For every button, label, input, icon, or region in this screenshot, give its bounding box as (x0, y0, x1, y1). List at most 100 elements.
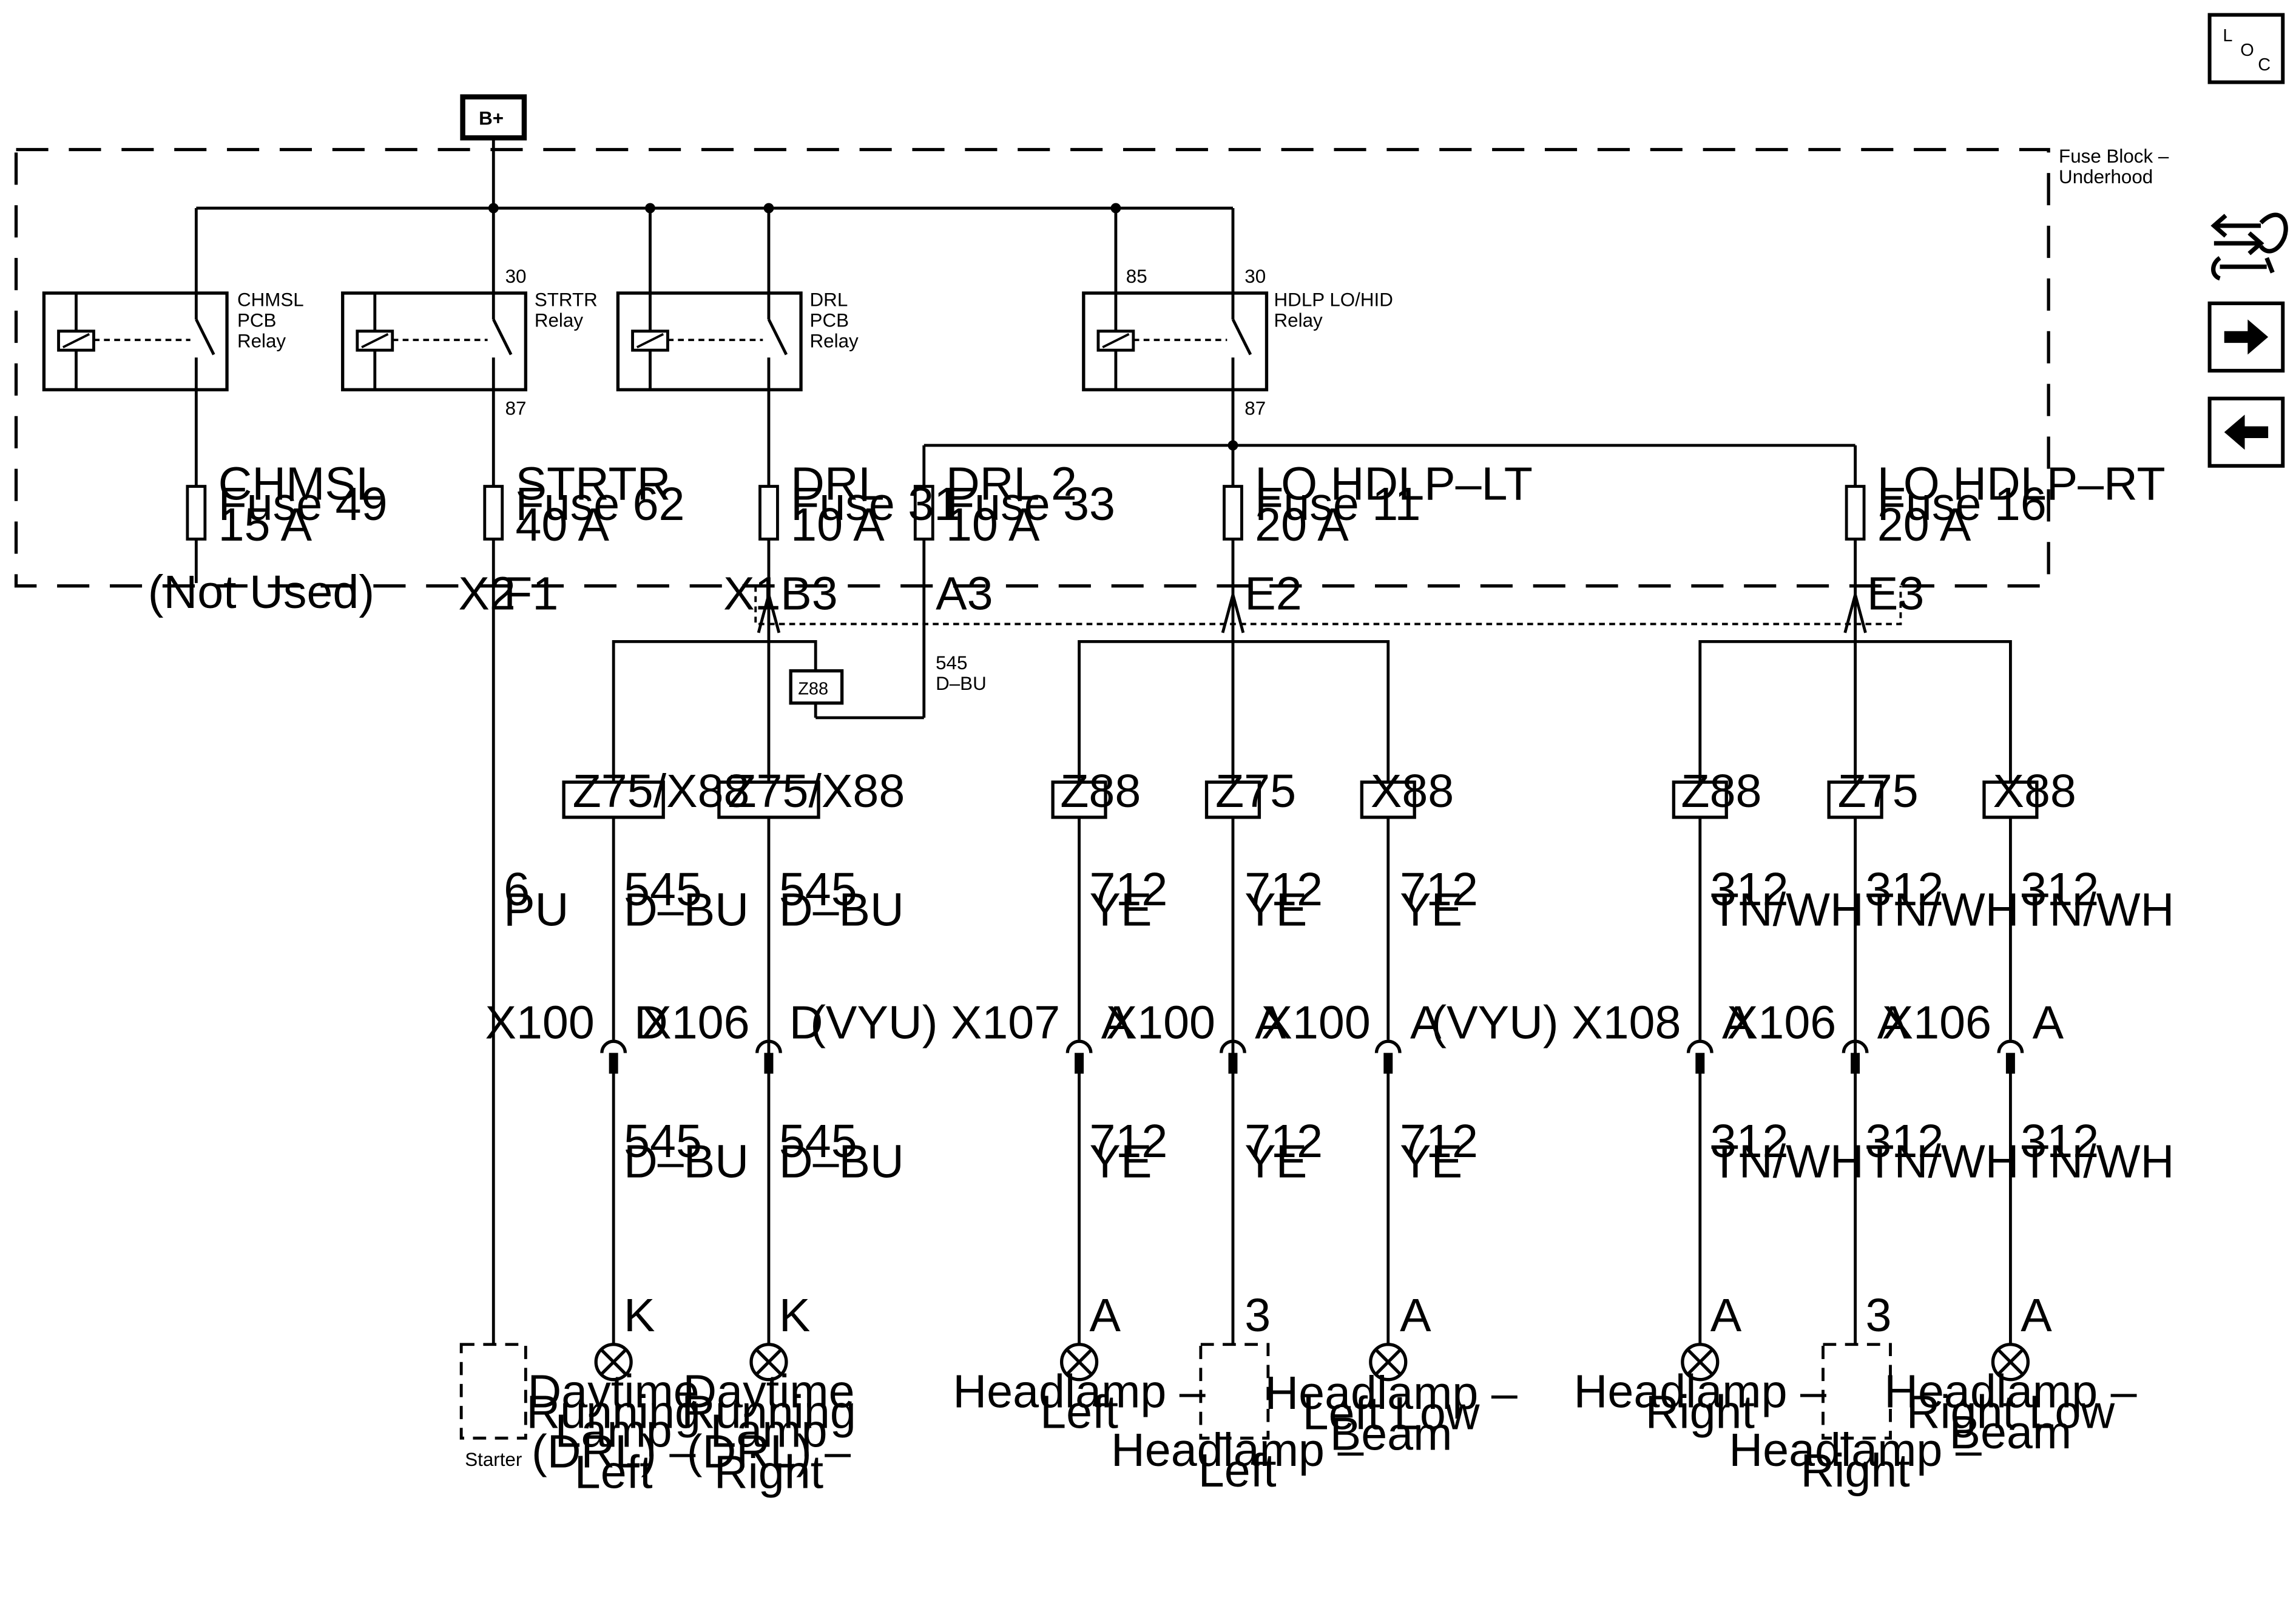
connector-tool-icon[interactable] (2210, 212, 2288, 281)
wire-a3-color: D–BU (936, 673, 987, 694)
load-hl-left-a-l2: Left (1040, 1386, 1118, 1438)
relay-drl: DRL PCB Relay (616, 289, 859, 391)
connector-c1-name: X100 (485, 996, 594, 1048)
terminal-b3: B3 (780, 567, 837, 619)
relay-strtr-line1: STRTR (535, 289, 598, 311)
connector-c5-name: X100 (1261, 996, 1370, 1048)
previous-page-button[interactable] (2207, 396, 2285, 468)
load-hl-right-b-l1: Headlamp – (1729, 1424, 1981, 1476)
connector-c2-name: X106 (640, 996, 749, 1048)
connector-c1-pin: D (634, 996, 668, 1048)
load-hl-right-low-pin: A (2021, 1289, 2052, 1342)
arrow-left-icon (2224, 414, 2269, 450)
wire-c1-color: D–BU (624, 884, 749, 936)
fuse-lo-lt-name: LO HDLP–LT (1255, 457, 1533, 510)
wire-starter-number: 6 (504, 863, 530, 916)
wire-c3b-number: 712 (1089, 1115, 1167, 1167)
load-hl-left-low-l1: Headlamp – (1264, 1367, 1517, 1419)
main-bus (194, 206, 1235, 294)
connector-c7-pin: A (1877, 996, 1909, 1048)
inline-connectors (600, 1039, 2024, 1074)
fuse-lo-lt-number: Fuse 11 (1255, 478, 1420, 530)
terminal-x1: X1 (723, 567, 780, 619)
fuse-drl-number: Fuse 31 (791, 478, 960, 530)
wire-c4b-number: 712 (1244, 1115, 1323, 1167)
load-hl-right-a-pin: A (1710, 1289, 1742, 1342)
wire-c8-color: TN/WH (2021, 884, 2174, 936)
wire-c8b-number: 312 (2021, 1115, 2099, 1167)
option-z75-right-label: Z75 (1838, 765, 1919, 817)
relay-hdlp-pin-87: 87 (1244, 397, 1266, 419)
connector-x1-outline (754, 586, 1902, 626)
relay-chmsl: CHMSL PCB Relay (42, 289, 304, 391)
fuse-lo-rt-number: Fuse 16 (1877, 478, 2047, 530)
relay-strtr-pin-30: 30 (505, 266, 527, 287)
wire-c3-number: 712 (1089, 863, 1167, 916)
terminal-f1: F1 (504, 567, 558, 619)
fuse-drl-amp: 10 A (791, 499, 885, 551)
wire-starter-color: PU (504, 884, 569, 936)
wire-c1b-number: 545 (624, 1115, 702, 1167)
wire-c8b-color: TN/WH (2021, 1136, 2174, 1188)
load-starter (459, 1343, 527, 1440)
load-hl-left-low-l2: Left Low (1303, 1388, 1480, 1440)
load-drl-right-l5: Right (714, 1446, 823, 1498)
lamp-headlamp-right-icon (1681, 1343, 1720, 1382)
wire-c4-color: YE (1244, 884, 1307, 936)
lamp-headlamp-right-low-icon (1991, 1343, 2030, 1382)
relay-drl-line1: DRL (810, 289, 848, 311)
load-hl-right-low-l3: Beam (1950, 1406, 2072, 1459)
fuse-block-label-2: Underhood (2059, 166, 2153, 187)
load-hl-right-low-l2: Right Low (1906, 1386, 2115, 1438)
load-hl-left-low-pin: A (1400, 1289, 1431, 1342)
option-z75x88-left-label: Z75/X88 (573, 765, 750, 817)
fuse-chmsl-amp: 15 A (218, 499, 312, 551)
load-drl-right-pin: K (779, 1289, 811, 1342)
load-drl-left-pin: K (624, 1289, 655, 1342)
arrow-right-icon (2224, 319, 2269, 355)
wire-c5-color: YE (1400, 884, 1462, 936)
option-x88-right-label: X88 (1993, 765, 2076, 817)
load-hl-left-b-l1: Headlamp – (1111, 1424, 1363, 1476)
fuse-lo-rt-amp: 20 A (1877, 499, 1971, 551)
wire-c5-number: 712 (1400, 863, 1478, 916)
wire-c4-number: 712 (1244, 863, 1323, 916)
option-box-z88-right (1672, 780, 1728, 819)
wire-c3-color: YE (1089, 884, 1152, 936)
connector-c5-pin: A (1410, 996, 1442, 1048)
load-hl-left-low-l3: Beam (1330, 1408, 1453, 1460)
fuse-lo-rt-name: LO HDLP–RT (1877, 457, 2166, 510)
fuse-chmsl-number: Fuse 49 (218, 478, 388, 530)
terminal-e3: E3 (1867, 567, 1924, 619)
load-hl-right-a-l2: Right (1646, 1386, 1755, 1438)
load-starter-label: Starter (465, 1449, 522, 1470)
fuse-strtr-amp: 40 A (515, 499, 609, 551)
load-drl-left-l1: Daytime (528, 1366, 700, 1418)
connector-c3-name: (VYU) X107 (810, 996, 1060, 1048)
fuse-strtr-number: Fuse 62 (515, 478, 684, 530)
option-box-x88-left (1360, 780, 1416, 819)
option-z75-left-label: Z75 (1215, 765, 1296, 817)
next-page-button[interactable] (2207, 301, 2285, 373)
load-drl-left-l5: Left (575, 1446, 653, 1498)
connector-c6-name: (VYU) X108 (1431, 996, 1681, 1048)
terminal-not-used: (Not Used) (148, 566, 374, 618)
fuse-lo-lt-amp: 20 A (1255, 499, 1349, 551)
option-box-z75x88-left (562, 780, 665, 819)
terminal-e2: E2 (1244, 567, 1302, 619)
fuse-drl-name: DRL (791, 457, 884, 510)
wire-c7b-number: 312 (1866, 1115, 1944, 1167)
relay-hdlp-pin-30: 30 (1244, 266, 1266, 287)
loc-button[interactable]: L O C (2207, 13, 2285, 84)
wire-c7-number: 312 (1866, 863, 1944, 916)
wire-c8-number: 312 (2021, 863, 2099, 916)
option-box-z75x88-right (717, 780, 820, 819)
load-hl-right-low-l1: Headlamp – (1884, 1366, 2136, 1418)
relay-hdlp-pin-85: 85 (1126, 266, 1147, 287)
fuse-drl2-amp: 10 A (946, 499, 1040, 551)
relay-chmsl-line1: CHMSL (237, 289, 304, 311)
loc-letter-o: O (2240, 41, 2254, 60)
wire-c5b-number: 712 (1400, 1115, 1478, 1167)
option-x88-left-label: X88 (1371, 765, 1454, 817)
option-z88-right-label: Z88 (1681, 765, 1761, 817)
